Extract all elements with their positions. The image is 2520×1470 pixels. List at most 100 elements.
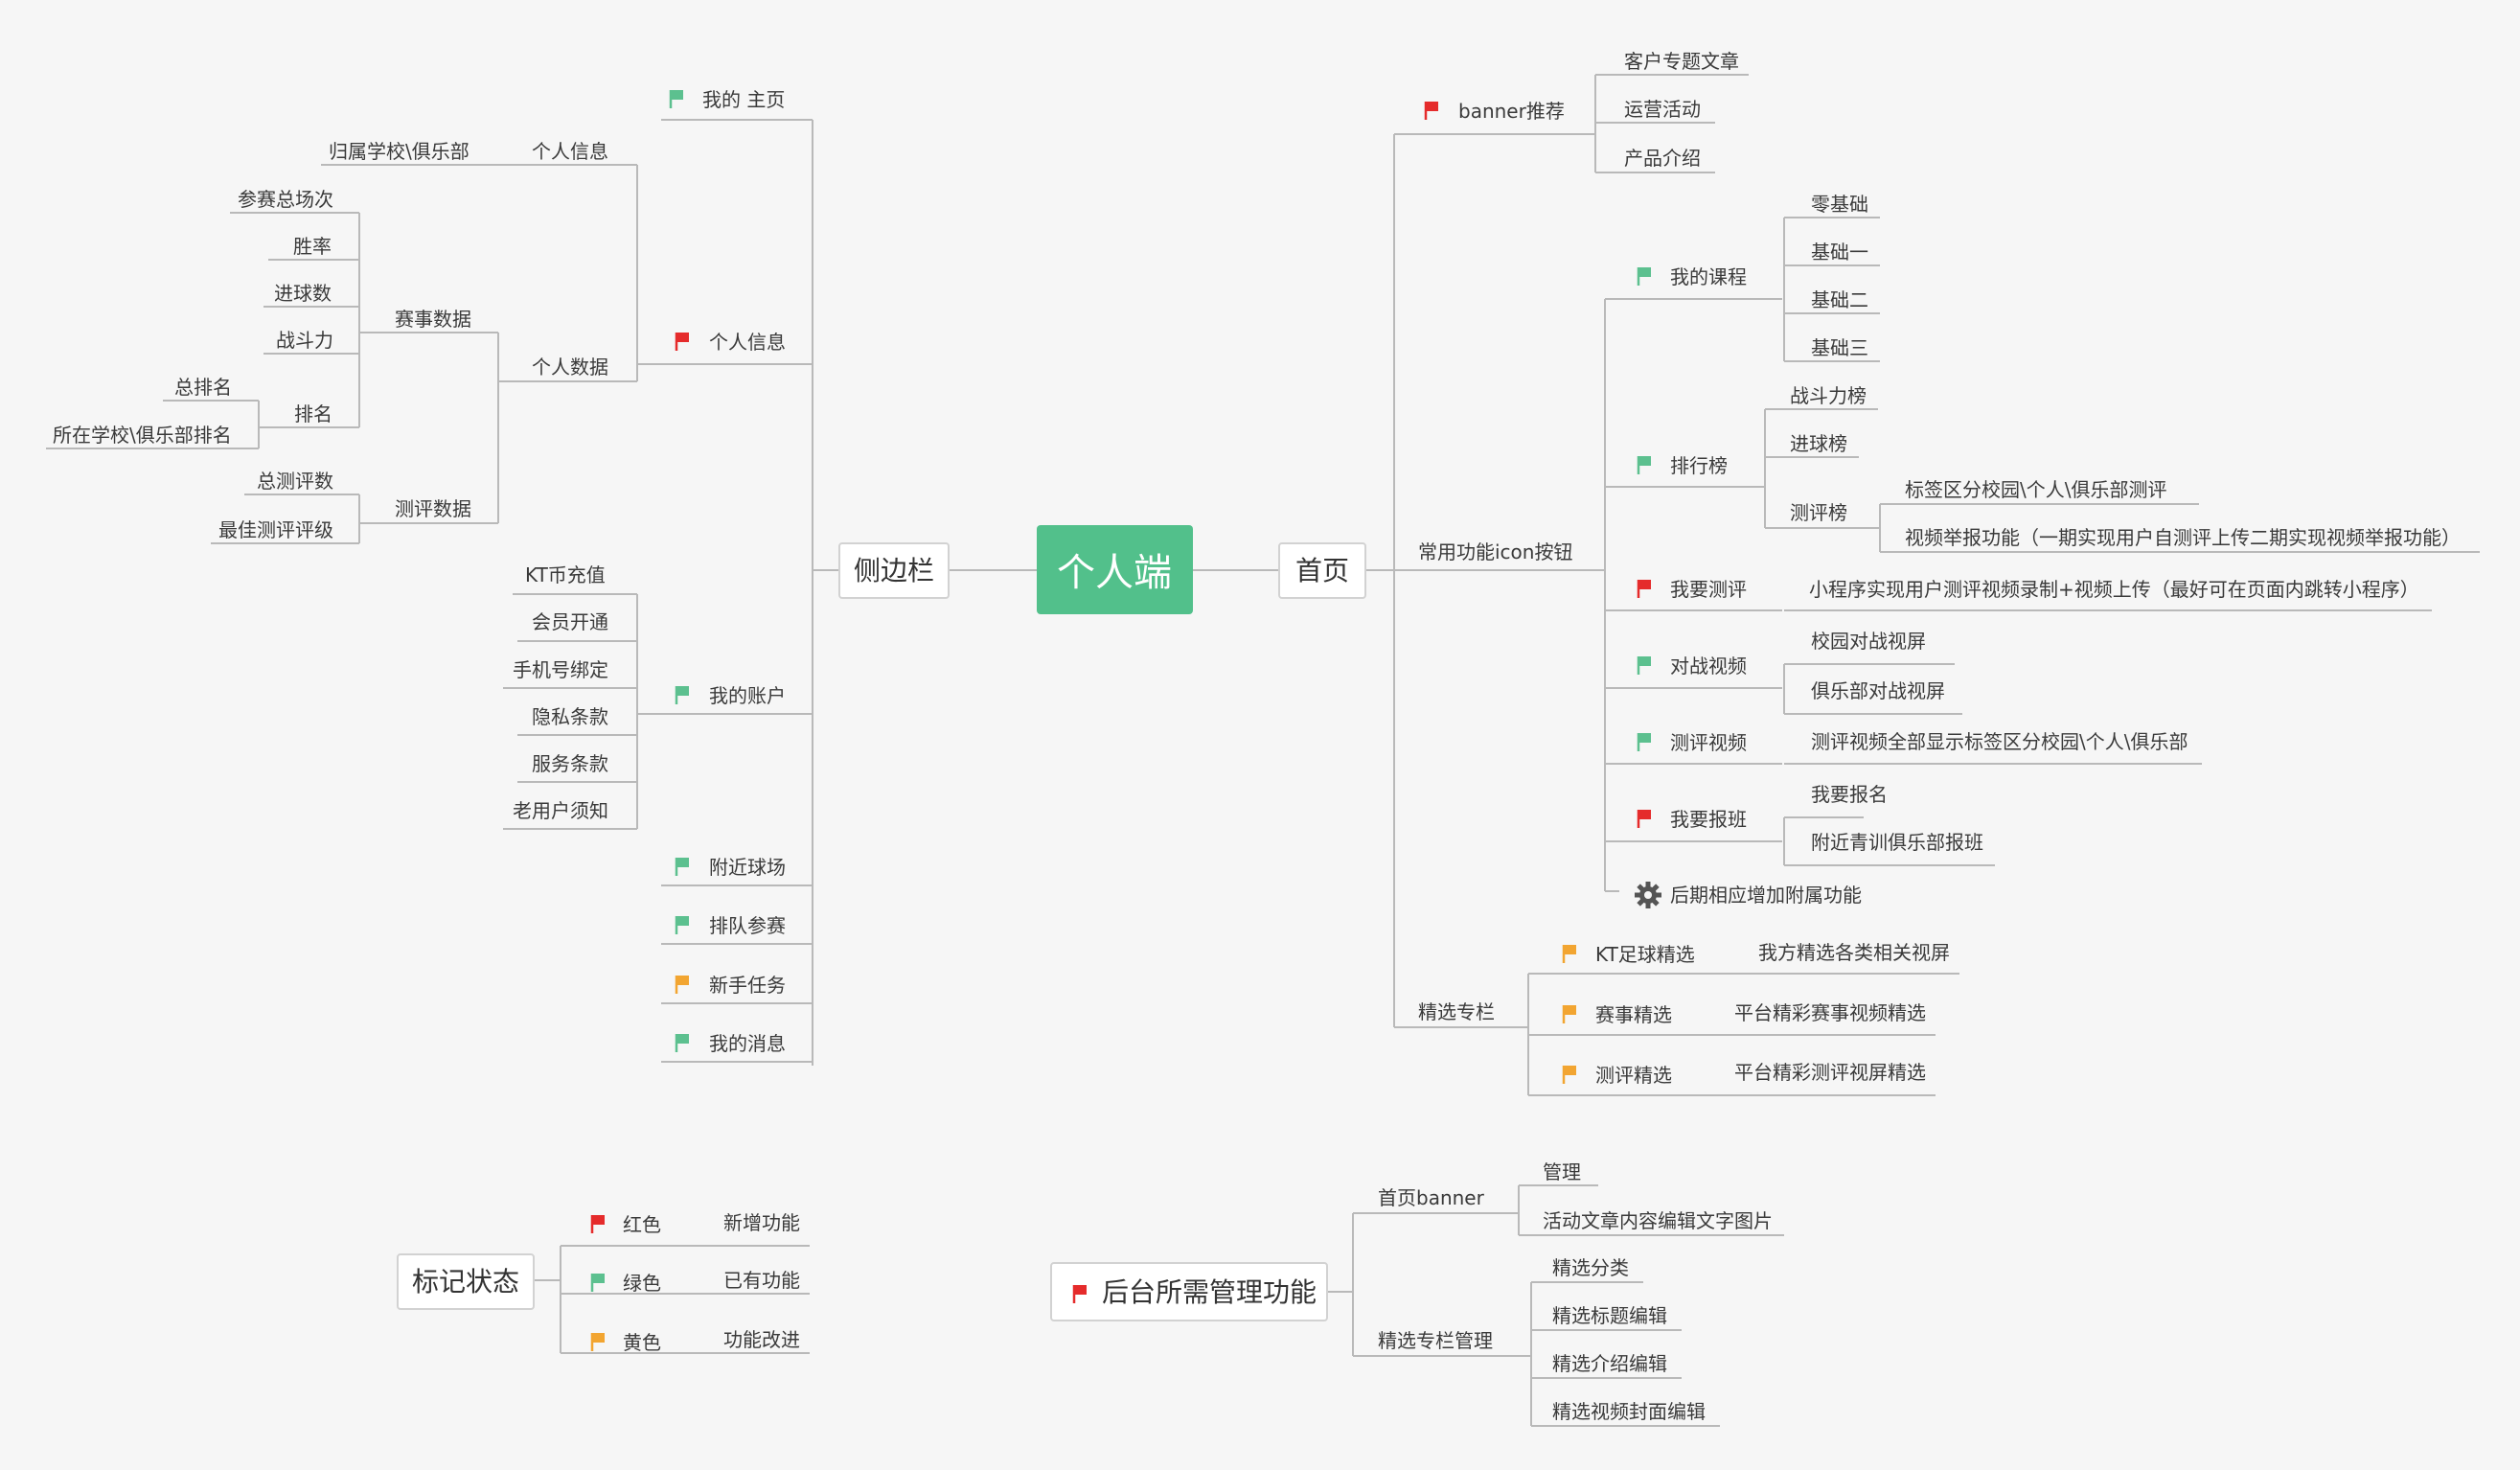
node-account: 我的账户 bbox=[709, 684, 786, 707]
node-banner-item: 产品介绍 bbox=[1624, 147, 1701, 170]
legend-item-meaning: 已有功能 bbox=[723, 1269, 800, 1292]
gear-icon bbox=[1635, 882, 1661, 908]
node-eval-item: 最佳测评评级 bbox=[218, 518, 333, 541]
legend-node-box bbox=[397, 1253, 535, 1310]
node-match-item: 进球数 bbox=[274, 282, 332, 305]
yellow-flag-icon bbox=[675, 976, 689, 994]
red-flag-icon bbox=[1637, 580, 1651, 598]
node-match-item: 胜率 bbox=[293, 235, 332, 258]
node-my-eval-detail: 小程序实现用户测评视频录制+视频上传（最好可在页面内跳转小程序） bbox=[1809, 578, 2419, 601]
node-banner: banner推荐 bbox=[1458, 100, 1565, 123]
yellow-flag-icon bbox=[1562, 1066, 1576, 1084]
backend-node-label: 后台所需管理功能 bbox=[1102, 1276, 1317, 1308]
node-battle-video-item: 俱乐部对战视屏 bbox=[1811, 679, 1945, 702]
node-eval-video-detail: 测评视频全部显示标签区分校园\个人\俱乐部 bbox=[1811, 730, 2188, 753]
node-ranking: 排行榜 bbox=[1670, 454, 1728, 477]
red-flag-icon bbox=[1424, 102, 1438, 120]
node-account-item: 隐私条款 bbox=[532, 705, 608, 728]
node-eval-rank-item: 标签区分校园\个人\俱乐部测评 bbox=[1905, 478, 2166, 501]
node-backend-banner-item: 管理 bbox=[1543, 1160, 1581, 1183]
node-match-item: 参赛总场次 bbox=[238, 188, 333, 211]
node-enroll-item: 我要报名 bbox=[1811, 783, 1888, 806]
node-account-item: 会员开通 bbox=[532, 610, 608, 633]
node-eval-video: 测评视频 bbox=[1670, 731, 1747, 754]
node-nearby: 附近球场 bbox=[709, 856, 786, 879]
green-flag-icon bbox=[675, 1034, 689, 1052]
yellow-flag-icon bbox=[590, 1333, 605, 1351]
node-banner-item: 客户专题文章 bbox=[1624, 50, 1739, 73]
backend-branch: 首页banner 管理 活动文章内容编辑文字图片 精选专栏管理 精选分类 精选标… bbox=[1378, 1160, 1773, 1423]
node-account-item: 手机号绑定 bbox=[513, 658, 608, 681]
node-course-item: 基础二 bbox=[1811, 288, 1868, 311]
node-backend-featured: 精选专栏管理 bbox=[1378, 1329, 1493, 1352]
green-flag-icon bbox=[675, 916, 689, 934]
node-backend-featured-item: 精选介绍编辑 bbox=[1552, 1352, 1667, 1375]
node-course-item: 零基础 bbox=[1811, 193, 1868, 216]
green-flag-icon bbox=[1637, 733, 1651, 751]
sidebar-node-label: 侧边栏 bbox=[854, 555, 934, 586]
node-my-eval: 我要测评 bbox=[1670, 578, 1747, 601]
node-match-item: 战斗力 bbox=[276, 329, 333, 352]
node-eval-data: 测评数据 bbox=[395, 497, 471, 520]
home-node-label: 首页 bbox=[1295, 555, 1349, 586]
node-enroll-item: 附近青训俱乐部报班 bbox=[1811, 831, 1983, 854]
green-flag-icon bbox=[675, 858, 689, 876]
red-flag-icon bbox=[1072, 1285, 1087, 1303]
center-node-box bbox=[1037, 525, 1193, 614]
legend-item-label: 红色 bbox=[623, 1213, 661, 1236]
legend-item-label: 黄色 bbox=[623, 1331, 661, 1354]
node-newbie: 新手任务 bbox=[709, 974, 786, 997]
node-rank-item: 总排名 bbox=[174, 376, 232, 399]
legend-node-label: 标记状态 bbox=[412, 1266, 519, 1298]
home-branch: banner推荐 客户专题文章 运营活动 产品介绍 常用功能icon按钮 我的课… bbox=[1418, 50, 2461, 1087]
sidebar-node-box bbox=[838, 542, 950, 599]
legend-item-label: 绿色 bbox=[623, 1272, 661, 1295]
node-personal-info: 个人信息 bbox=[709, 331, 786, 354]
node-eval-item: 总测评数 bbox=[257, 470, 333, 493]
green-flag-icon bbox=[1637, 456, 1651, 474]
node-featured-detail: 平台精彩测评视屏精选 bbox=[1734, 1061, 1926, 1084]
yellow-flag-icon bbox=[1562, 945, 1576, 963]
node-queue: 排队参赛 bbox=[709, 914, 786, 937]
node-account-item: 老用户须知 bbox=[513, 799, 608, 822]
node-backend-featured-item: 精选视频封面编辑 bbox=[1552, 1400, 1706, 1423]
flag-markers bbox=[590, 90, 1651, 1351]
node-featured-detail: 平台精彩赛事视频精选 bbox=[1734, 1001, 1926, 1024]
yellow-flag-icon bbox=[1562, 1005, 1576, 1023]
node-course-item: 基础三 bbox=[1811, 336, 1868, 359]
node-backend-featured-item: 精选标题编辑 bbox=[1552, 1304, 1667, 1327]
legend-item-meaning: 新增功能 bbox=[723, 1211, 800, 1234]
node-banner-item: 运营活动 bbox=[1624, 98, 1701, 121]
node-battle-video-item: 校园对战视屏 bbox=[1811, 630, 1926, 653]
node-featured-detail: 我方精选各类相关视屏 bbox=[1758, 941, 1950, 964]
green-flag-icon bbox=[669, 90, 683, 108]
center-node-label: 个人端 bbox=[1057, 551, 1172, 595]
green-flag-icon bbox=[1637, 656, 1651, 675]
node-ranking-item: 进球榜 bbox=[1790, 432, 1847, 455]
node-featured-item: 赛事精选 bbox=[1595, 1003, 1672, 1026]
connector-lines bbox=[46, 74, 2480, 1427]
green-flag-icon bbox=[675, 686, 689, 704]
node-school: 归属学校\俱乐部 bbox=[329, 140, 470, 163]
node-backend-banner-item: 活动文章内容编辑文字图片 bbox=[1543, 1209, 1773, 1232]
node-rank: 排名 bbox=[294, 402, 332, 425]
green-flag-icon bbox=[590, 1274, 605, 1292]
node-backend-featured-item: 精选分类 bbox=[1552, 1256, 1629, 1279]
node-course-item: 基础一 bbox=[1811, 241, 1868, 264]
node-eval-rank-item: 视频举报功能（一期实现用户自测评上传二期实现视频举报功能） bbox=[1905, 526, 2461, 549]
legend-branch: 红色 新增功能 绿色 已有功能 黄色 功能改进 bbox=[623, 1211, 800, 1354]
node-backend-banner: 首页banner bbox=[1378, 1186, 1485, 1209]
node-enroll: 我要报班 bbox=[1670, 808, 1747, 831]
node-eval-rank: 测评榜 bbox=[1790, 501, 1847, 524]
node-icons: 常用功能icon按钮 bbox=[1418, 540, 1572, 563]
node-featured-item: 测评精选 bbox=[1595, 1064, 1672, 1087]
node-my-home: 我的 主页 bbox=[702, 88, 785, 111]
red-flag-icon bbox=[590, 1215, 605, 1233]
home-node-box bbox=[1278, 542, 1366, 599]
node-personal-data: 个人数据 bbox=[532, 356, 608, 379]
red-flag-icon bbox=[1637, 810, 1651, 828]
sidebar-branch: 我的 主页 个人信息 个人信息 归属学校\俱乐部 个人数据 赛事数据 参赛总场次… bbox=[53, 88, 786, 1055]
node-courses: 我的课程 bbox=[1670, 265, 1747, 288]
